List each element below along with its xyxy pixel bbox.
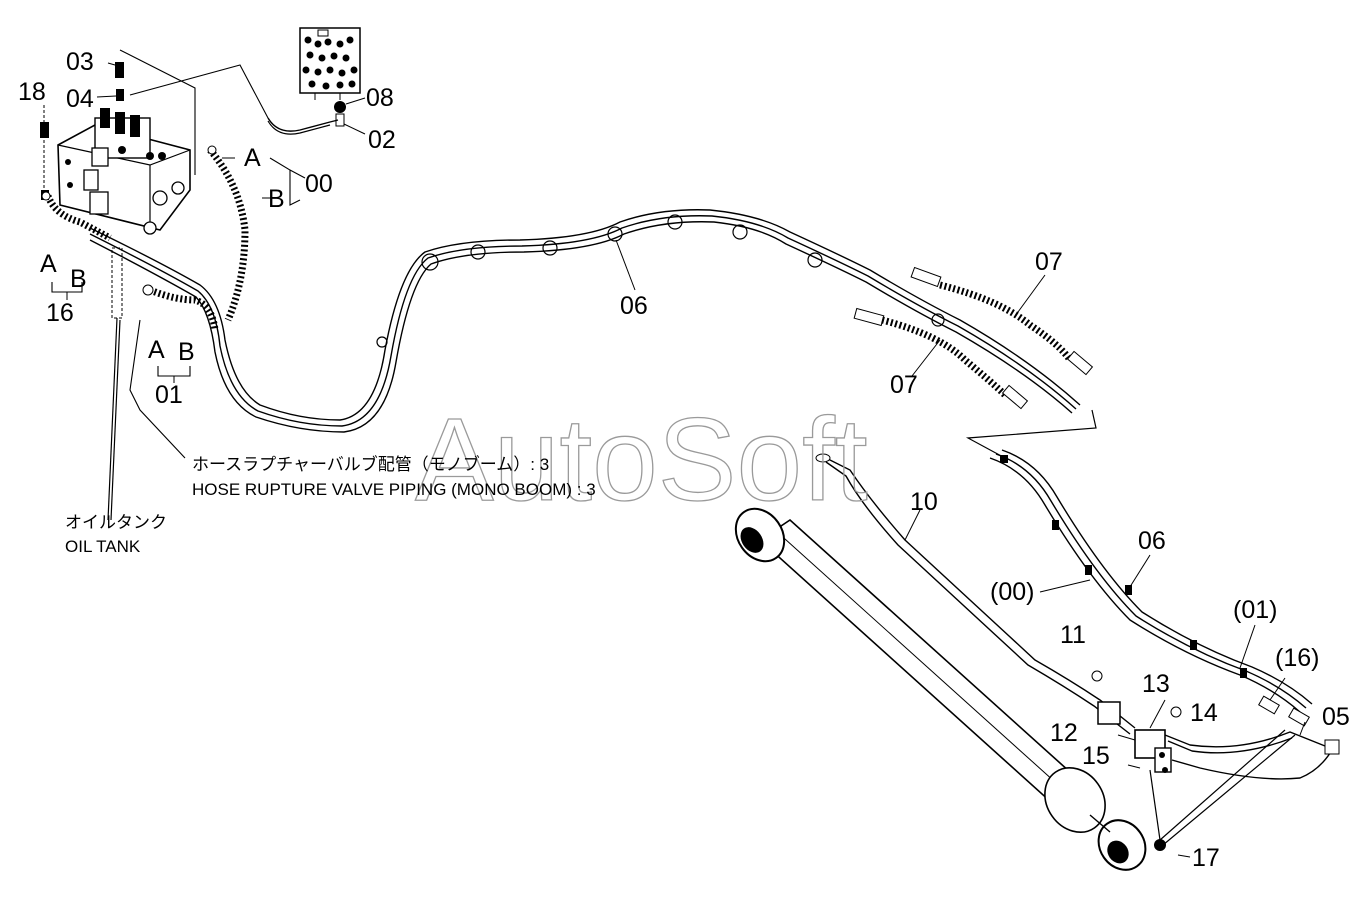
label-04: 04 — [66, 85, 94, 113]
label-10: 10 — [910, 488, 938, 516]
hose-07-upper — [910, 266, 1094, 376]
label-03: 03 — [66, 48, 94, 76]
hose-07-lower — [853, 307, 1029, 410]
label-06-lower: 06 — [1138, 527, 1166, 555]
label-00-paren: (00) — [990, 578, 1034, 606]
label-05: 05 — [1322, 703, 1350, 731]
label-11: 11 — [1060, 621, 1086, 649]
label-16: 16 — [46, 299, 74, 327]
hose-00 — [207, 145, 249, 322]
hose-01 — [142, 284, 219, 331]
pilot-valve — [299, 27, 361, 100]
label-01: 01 — [155, 381, 183, 409]
boom-piping-06 — [89, 209, 1081, 433]
label-00: 00 — [305, 170, 333, 198]
label-06-top: 06 — [620, 292, 648, 320]
label-08: 08 — [366, 84, 394, 112]
note-tank-en: OIL TANK — [65, 537, 141, 556]
watermark: AutoSoft — [415, 394, 868, 526]
label-02: 02 — [368, 126, 396, 154]
label-a-00: A — [244, 144, 261, 172]
boom-piping-06-lower — [989, 449, 1313, 727]
boom-cylinder — [734, 507, 1147, 871]
fitting-18 — [40, 105, 49, 200]
label-18: 18 — [18, 78, 46, 106]
fitting-03 — [107, 62, 124, 78]
label-07-lower: 07 — [890, 371, 918, 399]
label-07-upper: 07 — [1035, 248, 1063, 276]
label-a-01: A — [148, 336, 165, 364]
pipe-10 — [815, 453, 1136, 735]
label-15: 15 — [1082, 742, 1110, 770]
label-12: 12 — [1050, 719, 1078, 747]
note-tank-jp: オイルタンク — [65, 513, 167, 532]
label-17: 17 — [1192, 844, 1220, 872]
label-b-16: B — [70, 265, 87, 293]
hose-rupture-valve — [1091, 670, 1340, 858]
fitting-02 — [335, 113, 366, 135]
oil-tank-pipe — [107, 247, 123, 521]
label-b-00: B — [268, 185, 285, 213]
hose-16 — [41, 191, 112, 242]
note-hrv-jp: ホースラプチャーバルブ配管（モノブーム）: 3 — [192, 454, 549, 474]
fitting-04 — [96, 89, 124, 101]
label-16-paren: (16) — [1275, 644, 1319, 672]
label-01-paren: (01) — [1233, 596, 1277, 624]
label-b-01: B — [178, 338, 195, 366]
note-hrv-en: HOSE RUPTURE VALVE PIPING (MONO BOOM) : … — [192, 480, 596, 499]
label-a-16: A — [40, 250, 57, 278]
fitting-08 — [334, 97, 366, 113]
label-13: 13 — [1142, 670, 1170, 698]
label-14: 14 — [1190, 699, 1218, 727]
control-valve — [57, 108, 191, 235]
